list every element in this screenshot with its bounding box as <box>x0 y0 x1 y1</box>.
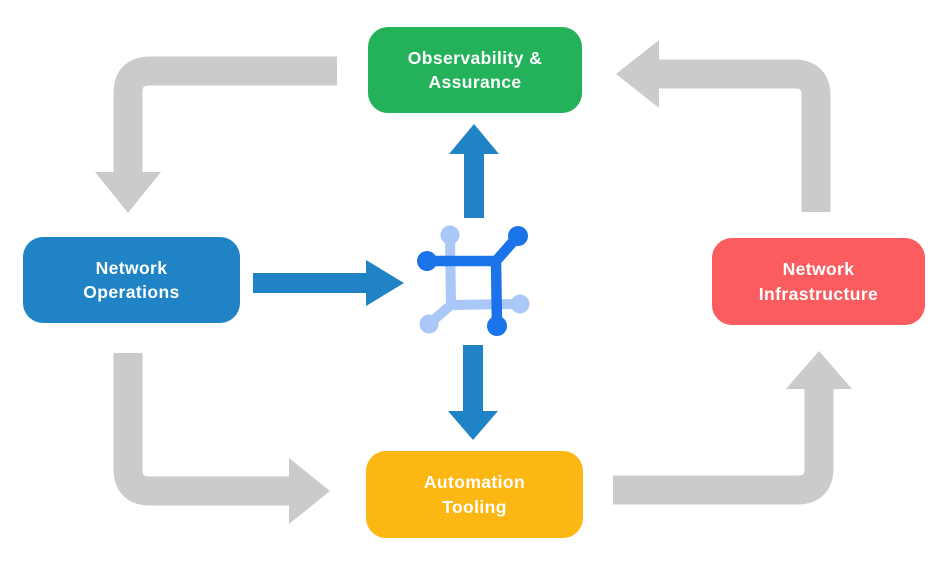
network-hub-icon-dark-nodes <box>417 226 528 336</box>
arrow-head <box>289 458 330 524</box>
arrow-head <box>95 172 161 213</box>
network-hub-icon-light-nodes <box>419 225 530 334</box>
arrow-hub-to-observability <box>449 124 499 218</box>
network-hub-icon <box>417 225 530 336</box>
arrow-head <box>786 351 852 389</box>
arrow-head <box>616 40 659 108</box>
arrow-head <box>449 124 499 154</box>
arrow-automation-to-infrastructure <box>613 351 852 505</box>
arrow-shaft <box>113 56 337 173</box>
node-observability-assurance: Observability & Assurance <box>368 27 582 113</box>
arrow-head <box>366 260 404 306</box>
arrow-operations-to-hub <box>253 260 404 306</box>
node-observability-assurance-label: Observability & Assurance <box>407 47 543 92</box>
node-network-operations-label: Network Operations <box>83 257 180 302</box>
arrow-operations-to-automation <box>113 353 330 524</box>
node-network-infrastructure-label: Network Infrastructure <box>758 259 879 304</box>
arrow-infrastructure-to-observability <box>616 40 831 212</box>
arrow-observability-to-operations <box>95 56 337 213</box>
node-network-infrastructure: Network Infrastructure <box>712 238 925 325</box>
arrow-hub-to-automation <box>448 345 498 440</box>
arrow-head <box>448 411 498 440</box>
arrow-shaft <box>613 389 834 505</box>
arrow-shaft <box>113 353 289 506</box>
node-automation-tooling: Automation Tooling <box>366 451 583 538</box>
node-network-operations: Network Operations <box>23 237 240 323</box>
node-automation-tooling-label: Automation Tooling <box>423 472 526 517</box>
arrow-shaft <box>659 59 831 212</box>
